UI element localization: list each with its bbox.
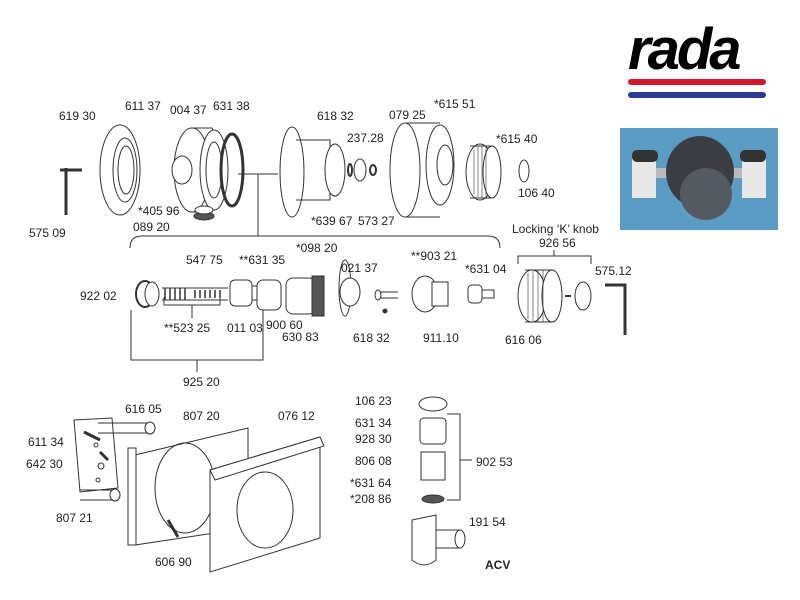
allen-key-575-09 [60,168,82,215]
plate-807-21 [73,417,156,502]
product-photo-drawing [632,136,766,220]
part-label: **631 35 [239,253,286,267]
knob-926-56 [517,269,592,323]
part-label: **903 21 [411,249,458,263]
part-label: 575.12 [595,264,632,278]
part-label: 011 03 [227,321,263,335]
knob-615-40 [465,143,502,201]
product-photo [620,128,778,230]
part-label: 547 75 [186,253,223,267]
part-label: 611 37 [125,99,161,113]
body-004-37 [171,127,229,213]
part-label: 631 34 [355,416,392,430]
part-label: 618 32 [317,109,354,123]
part-label: 618 32 [353,331,390,345]
photo-right-cap [740,150,766,162]
acv-valve [411,396,466,566]
part-label: 806 08 [355,454,392,468]
part-label: 611 34 [28,435,64,449]
part-label: 106 40 [518,186,555,200]
part-label: *615 40 [496,132,538,146]
part-label: 630 83 [282,330,319,344]
bracket-925-20 [130,310,264,372]
logo-stripe-blue [628,92,766,98]
locking-knob-label: Locking ‘K’ knob [512,222,599,236]
part-label: 925 20 [183,375,220,389]
part-label: 021 37 [341,261,378,275]
part-label: 807 21 [56,511,93,525]
part-label: 922 02 [80,289,117,303]
rada-logo: rada [628,17,742,82]
part-label: *631 04 [465,262,507,276]
backplate-619-30 [99,124,141,216]
allen-key-575-12 [605,283,627,335]
part-label: 237.28 [347,131,384,145]
connector-arrow [238,173,278,236]
part-label: 106 23 [355,394,392,408]
part-label: 926 56 [539,236,576,250]
part-label: 606 90 [155,555,192,569]
o-ring-631-38 [219,132,245,208]
sleeve-cartridge [279,126,346,218]
photo-knob [680,168,732,220]
part-label: 089 20 [133,220,170,234]
part-label: *208 86 [350,492,392,506]
part-label: *639 67 [311,214,353,228]
cap-106-40 [518,159,530,183]
shroud-079-25 [389,122,455,218]
part-label: 076 12 [278,409,315,423]
part-label: *631 64 [350,476,392,490]
part-label: 900 60 [266,318,303,332]
part-label: 631 38 [213,99,250,113]
part-label: 616 05 [125,402,162,416]
sleeve-011-03 [256,279,282,311]
part-label: **523 25 [164,321,211,335]
piston-547-75 [229,279,263,307]
nut-922-02 [135,280,160,308]
cover-076-12 [209,436,325,573]
part-label: 575 09 [29,226,66,240]
nut-911-10 [467,284,495,304]
spindle-021-37 [374,289,398,314]
logo-stripe-red [628,79,766,85]
part-label: 616 06 [505,333,542,347]
springs-523-25 [162,287,228,301]
part-label: 902 53 [476,455,513,469]
bracket-926-56 [517,250,592,264]
part-label: 928 30 [355,432,392,446]
part-label: *615 51 [434,97,476,111]
part-label: 911.10 [423,331,459,345]
bracket-523-25 [163,297,221,318]
part-label: 079 25 [389,108,426,122]
bracket-902-53 [447,413,472,501]
seal-089-20 [193,205,215,221]
acv-label: ACV [485,558,511,572]
part-label: 807 20 [183,409,220,423]
photo-left-cap [632,150,658,162]
backplate-807-20 [127,427,249,546]
part-label: *405 96 [138,204,180,218]
part-label: 573 27 [358,214,395,228]
part-label: 619 30 [59,109,96,123]
photo-left-valve [632,158,656,198]
part-label: 191 54 [469,515,506,529]
part-label: *098 20 [296,241,338,255]
spline-237-28 [347,158,377,182]
photo-right-valve [742,158,766,198]
part-label: 642 30 [26,457,63,471]
part-label: 004 37 [170,103,207,117]
cam-903-21 [411,275,449,313]
